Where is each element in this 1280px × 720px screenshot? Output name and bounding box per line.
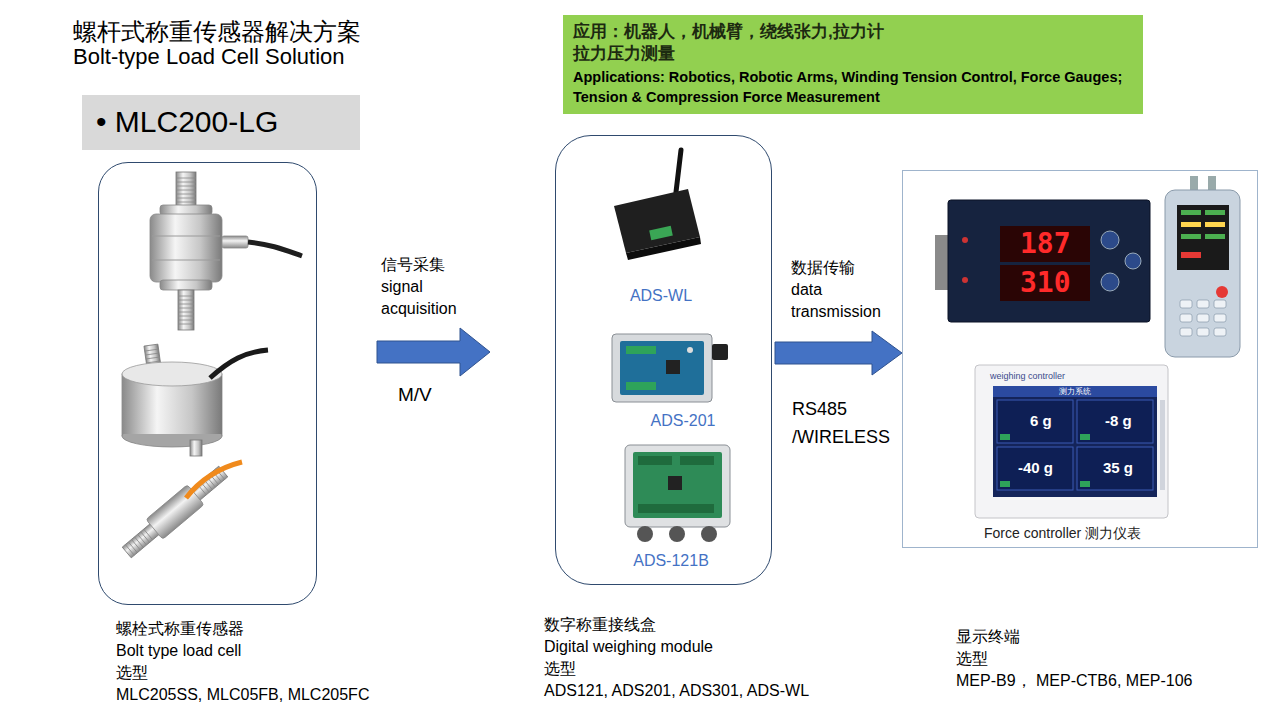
- node-text: 螺栓式称重传感器: [116, 618, 244, 640]
- node-text: MEP-B9， MEP-CTB6, MEP-106: [956, 670, 1193, 692]
- junction-box-picture: [625, 445, 730, 542]
- rod-load-cell-photo: [118, 462, 242, 563]
- led-readout: 187: [1020, 230, 1071, 258]
- slide-title: 螺杆式称重传感器解决方案: [73, 17, 361, 47]
- arrow-caption: 数据传输: [791, 257, 855, 279]
- node-text: 选型: [544, 658, 576, 680]
- node-text: Applications: Robotics, Robotic Arms, Wi…: [573, 67, 1135, 107]
- arrow-caption: data transmission: [791, 279, 896, 323]
- block-arrow: [775, 331, 902, 375]
- screen-reading: -40 g: [1018, 459, 1053, 477]
- led-readout: 310: [1020, 269, 1071, 297]
- node-text: ADS121, ADS201, ADS301, ADS-WL: [544, 680, 809, 702]
- node-text: Force controller 测力仪表: [984, 524, 1141, 542]
- model-banner: • MLC200-LG: [82, 95, 360, 150]
- subtitle: Bolt-type Load Cell Solution: [73, 44, 345, 70]
- arrow-caption: 信号采集: [381, 254, 445, 276]
- compact-load-cell-photo: [122, 344, 268, 456]
- node-text: 显示终端: [956, 626, 1020, 648]
- node-text: 选型: [956, 648, 988, 670]
- node-text: 应用：机器人，机械臂，绕线张力,拉力计 拉力压力测量: [573, 21, 898, 65]
- node-text: ADS-121B: [633, 551, 709, 571]
- node-text: MLC205SS, MLC05FB, MLC205FC: [116, 684, 369, 706]
- tension-load-cell-photo: [150, 172, 302, 330]
- block-arrow: [377, 328, 490, 376]
- node-text: ADS-WL: [630, 286, 692, 306]
- panel-meter-picture: [935, 200, 1150, 322]
- weighing-module-group: ADS-WLADS-201ADS-121B数字称重接线盒Digital weig…: [555, 135, 772, 585]
- node-text: Bolt type load cell: [116, 640, 241, 662]
- display-terminal-group: Force controller 测力仪表显示终端选型MEP-B9， MEP-C…: [902, 170, 1258, 548]
- node-text: Digital weighing module: [544, 636, 713, 658]
- screen-reading: 6 g: [1030, 412, 1052, 430]
- edge-label: M/V: [398, 383, 432, 407]
- node-text: 选型: [116, 662, 148, 684]
- touchscreen-controller-picture: [975, 365, 1168, 518]
- handheld-gauge-picture: [1165, 176, 1240, 357]
- node-text: • MLC200-LG: [96, 104, 278, 140]
- load-cell-group: 螺栓式称重传感器Bolt type load cell选型MLC205SS, M…: [98, 162, 317, 605]
- arrow-caption: signal acquisition: [381, 276, 476, 320]
- junction-box-picture: [612, 334, 728, 402]
- screen-reading: 35 g: [1103, 459, 1133, 477]
- edge-label: RS485 /WIRELESS: [792, 395, 904, 451]
- screen-header: 测力系统: [1059, 387, 1091, 397]
- screen-reading: -8 g: [1105, 412, 1132, 430]
- application-box: 应用：机器人，机械臂，绕线张力,拉力计 拉力压力测量Applications: …: [563, 15, 1143, 114]
- screen-title: weighing controller: [990, 370, 1065, 382]
- node-text: 数字称重接线盒: [544, 614, 656, 636]
- node-text: ADS-201: [651, 411, 716, 431]
- wireless-module-picture: [614, 150, 701, 260]
